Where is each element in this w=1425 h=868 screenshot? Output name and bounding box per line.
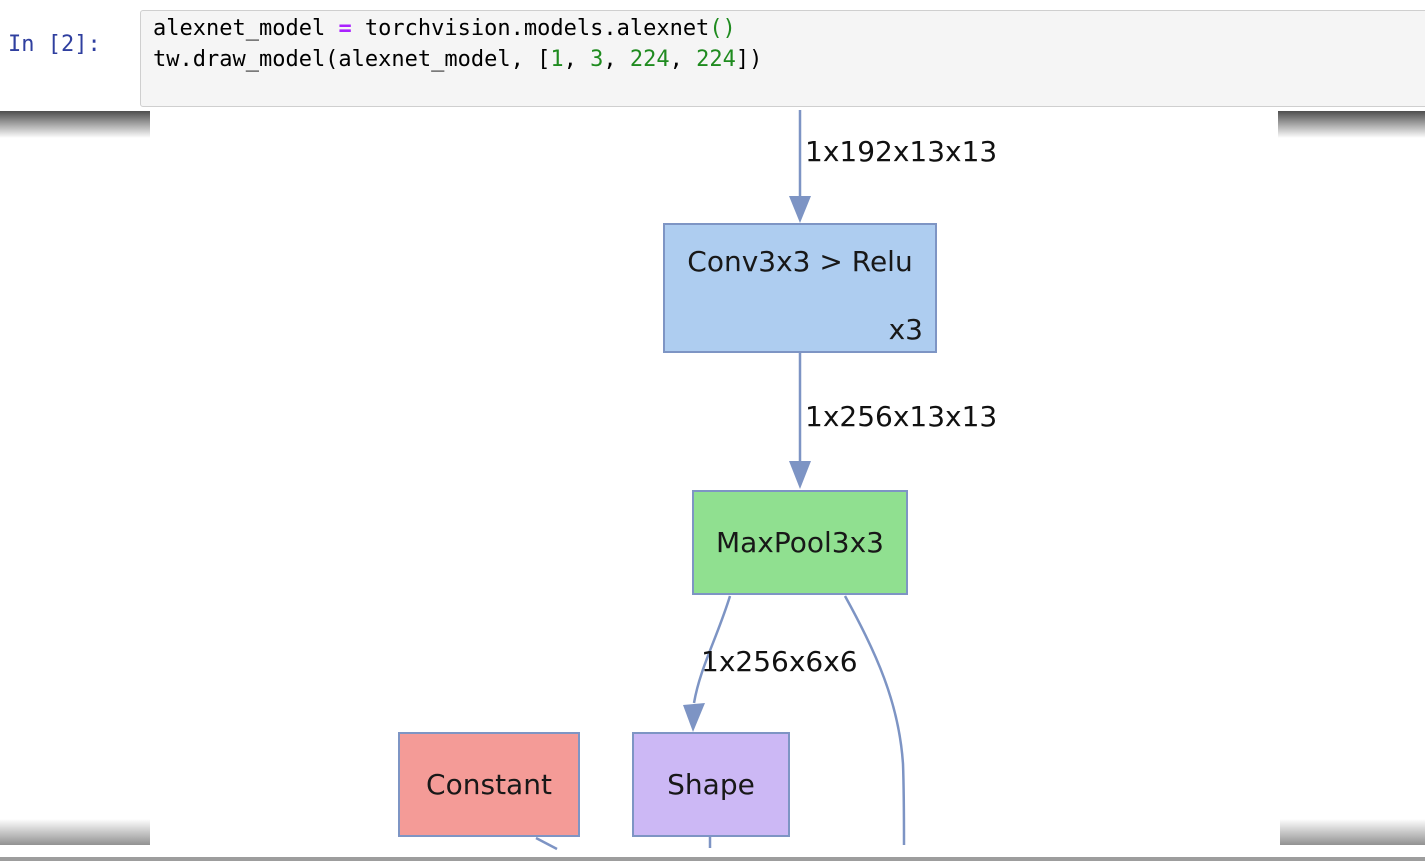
node-conv-relu-repeat-badge: x3 bbox=[888, 313, 923, 346]
code-token: alexnet_model bbox=[153, 16, 339, 41]
scroll-shadow-top-right bbox=[1278, 111, 1425, 138]
code-number: 224 bbox=[696, 47, 736, 72]
tensor-shape-label-1: 1x192x13x13 bbox=[805, 135, 998, 168]
node-maxpool: MaxPool3x3 bbox=[692, 490, 908, 595]
edge-maxpool-to-shape bbox=[692, 595, 732, 704]
code-number: 1 bbox=[550, 47, 564, 72]
arrowhead-into-maxpool bbox=[789, 461, 811, 489]
cell-prompt: In [2]: bbox=[8, 32, 101, 57]
tensor-shape-label-3: 1x256x6x6 bbox=[701, 645, 858, 678]
code-token: , bbox=[669, 47, 697, 72]
code-number: 224 bbox=[629, 47, 670, 72]
code-parens: () bbox=[709, 16, 736, 41]
code-token: ]) bbox=[735, 47, 763, 72]
code-token: , bbox=[603, 47, 630, 72]
arrowhead-into-shape bbox=[683, 703, 705, 732]
node-constant-label: Constant bbox=[426, 768, 552, 801]
tensor-shape-label-2: 1x256x13x13 bbox=[805, 400, 998, 433]
diagram-arrowheads bbox=[683, 196, 811, 732]
code-line-2: tw.draw_model(alexnet_model, [1, 3, 224,… bbox=[153, 44, 762, 75]
node-maxpool-label: MaxPool3x3 bbox=[715, 526, 884, 559]
node-constant: Constant bbox=[398, 732, 580, 837]
code-token: tw.draw_model(alexnet_model, [ bbox=[153, 47, 551, 72]
code-cell[interactable]: alexnet_model = torchvision.models.alexn… bbox=[140, 10, 1425, 107]
code-line-1: alexnet_model = torchvision.models.alexn… bbox=[153, 13, 762, 44]
node-shape-label: Shape bbox=[667, 768, 755, 801]
arrowhead-into-conv bbox=[789, 196, 811, 223]
code-token: torchvision.models.alexnet bbox=[351, 16, 710, 41]
code-number: 3 bbox=[590, 47, 604, 72]
scroll-shadow-top-left bbox=[0, 111, 150, 138]
code-token: , bbox=[563, 47, 591, 72]
node-conv-relu-label: Conv3x3 > Relu bbox=[687, 245, 913, 278]
diagram-edges bbox=[535, 110, 906, 851]
scroll-shadow-bottom-right bbox=[1280, 819, 1425, 845]
scroll-shadow-bottom-left bbox=[0, 819, 150, 845]
code-editor[interactable]: alexnet_model = torchvision.models.alexn… bbox=[153, 13, 762, 75]
bottom-divider-bar bbox=[0, 857, 1425, 861]
edge-maxpool-to-bottom-curve bbox=[843, 595, 906, 846]
node-shape: Shape bbox=[632, 732, 790, 837]
code-operator: = bbox=[338, 16, 352, 41]
node-conv-relu: Conv3x3 > Relu x3 bbox=[663, 223, 937, 353]
edge-below-constant bbox=[535, 836, 558, 851]
